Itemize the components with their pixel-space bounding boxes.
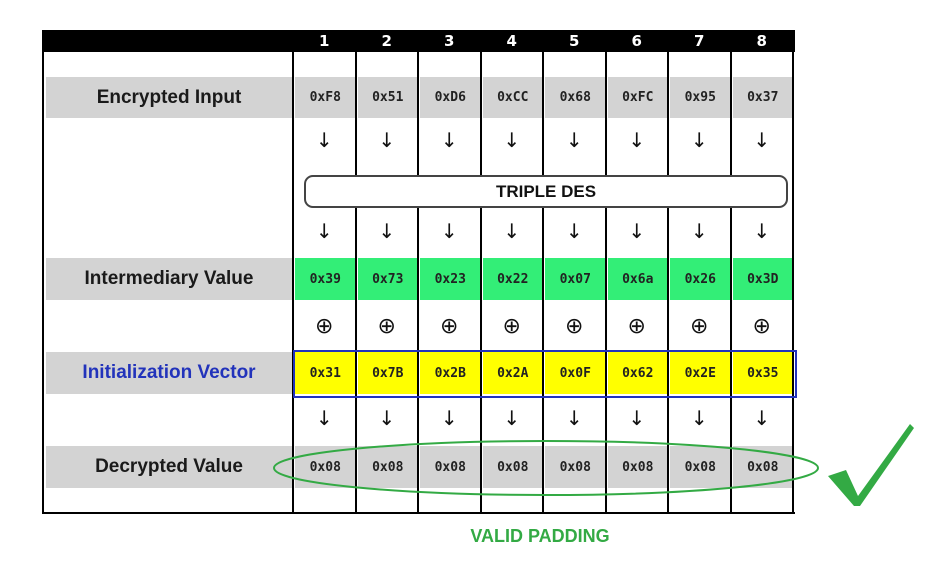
down-arrow-icon: ↓ [690,128,708,152]
column-divider [729,52,732,514]
iv-cell-8: 0x35 [732,352,793,394]
xor-icon: ⊕ [440,314,459,339]
encrypted-cell-3: 0xD6 [420,77,481,118]
iv-cell-3: 0x2B [420,352,481,394]
down-arrow-icon: ↓ [440,128,458,152]
encrypted-cell-8: 0x37 [732,77,793,118]
intermediary-cell-3: 0x23 [420,258,481,300]
down-arrow-icon: ↓ [628,219,646,243]
xor-icon: ⊕ [752,314,771,339]
down-arrow-icon: ↓ [753,406,771,430]
padding-highlight-ellipse [273,440,819,496]
column-divider [604,52,607,514]
down-arrow-icon: ↓ [440,406,458,430]
xor-icon: ⊕ [627,314,646,339]
iv-cell-1: 0x31 [295,352,356,394]
left-border [42,52,44,514]
encrypted-cell-5: 0x68 [545,77,606,118]
column-number-3: 3 [444,32,455,50]
down-arrow-icon: ↓ [315,128,333,152]
iv-cell-7: 0x2E [670,352,731,394]
down-arrow-icon: ↓ [378,128,396,152]
down-arrow-icon: ↓ [503,406,521,430]
column-number-5: 5 [569,32,580,50]
down-arrow-icon: ↓ [315,219,333,243]
column-divider [542,52,544,514]
intermediary-cell-7: 0x26 [670,258,731,300]
iv-cell-5: 0x0F [545,352,606,394]
column-divider [417,52,419,514]
column-number-6: 6 [631,32,642,50]
down-arrow-icon: ↓ [503,128,521,152]
down-arrow-icon: ↓ [628,406,646,430]
column-number-1: 1 [319,32,330,50]
valid-padding-label: VALID PADDING [470,526,610,546]
encrypted-cell-4: 0xCC [482,77,543,118]
down-arrow-icon: ↓ [565,219,583,243]
down-arrow-icon: ↓ [378,406,396,430]
xor-icon: ⊕ [377,314,396,339]
label-decrypted-value: Decrypted Value [46,446,292,488]
column-header-bar [42,30,795,52]
column-divider [354,52,357,514]
column-divider [292,52,294,514]
column-number-2: 2 [381,32,392,50]
triple-des-box: TRIPLE DES [304,175,788,208]
intermediary-cell-5: 0x07 [545,258,606,300]
column-divider [479,52,482,514]
intermediary-cell-4: 0x22 [482,258,543,300]
down-arrow-icon: ↓ [753,219,771,243]
column-number-7: 7 [694,32,705,50]
iv-cell-2: 0x7B [357,352,418,394]
decrypted-cell-6: 0x08 [607,446,668,488]
column-divider [792,52,794,514]
label-initialization-vector: Initialization Vector [46,352,292,394]
intermediary-cell-1: 0x39 [295,258,356,300]
down-arrow-icon: ↓ [753,128,771,152]
down-arrow-icon: ↓ [690,219,708,243]
decrypted-cell-7: 0x08 [670,446,731,488]
encrypted-cell-2: 0x51 [357,77,418,118]
down-arrow-icon: ↓ [565,406,583,430]
down-arrow-icon: ↓ [628,128,646,152]
decrypted-cell-5: 0x08 [545,446,606,488]
column-number-8: 8 [756,32,767,50]
encrypted-cell-1: 0xF8 [295,77,356,118]
down-arrow-icon: ↓ [440,219,458,243]
decrypted-cell-4: 0x08 [482,446,543,488]
column-divider [667,52,669,514]
down-arrow-icon: ↓ [315,406,333,430]
xor-icon: ⊕ [565,314,584,339]
label-encrypted-input: Encrypted Input [46,77,292,118]
iv-cell-6: 0x62 [607,352,668,394]
encrypted-cell-6: 0xFC [607,77,668,118]
down-arrow-icon: ↓ [378,219,396,243]
intermediary-cell-2: 0x73 [357,258,418,300]
xor-icon: ⊕ [502,314,521,339]
down-arrow-icon: ↓ [690,406,708,430]
iv-cell-4: 0x2A [482,352,543,394]
column-number-4: 4 [506,32,517,50]
down-arrow-icon: ↓ [503,219,521,243]
intermediary-cell-8: 0x3D [732,258,793,300]
encrypted-cell-7: 0x95 [670,77,731,118]
checkmark-icon [828,424,914,506]
decrypted-cell-2: 0x08 [357,446,418,488]
label-intermediary-value: Intermediary Value [46,258,292,300]
xor-icon: ⊕ [690,314,709,339]
intermediary-cell-6: 0x6a [607,258,668,300]
xor-icon: ⊕ [315,314,334,339]
decrypted-cell-3: 0x08 [420,446,481,488]
down-arrow-icon: ↓ [565,128,583,152]
